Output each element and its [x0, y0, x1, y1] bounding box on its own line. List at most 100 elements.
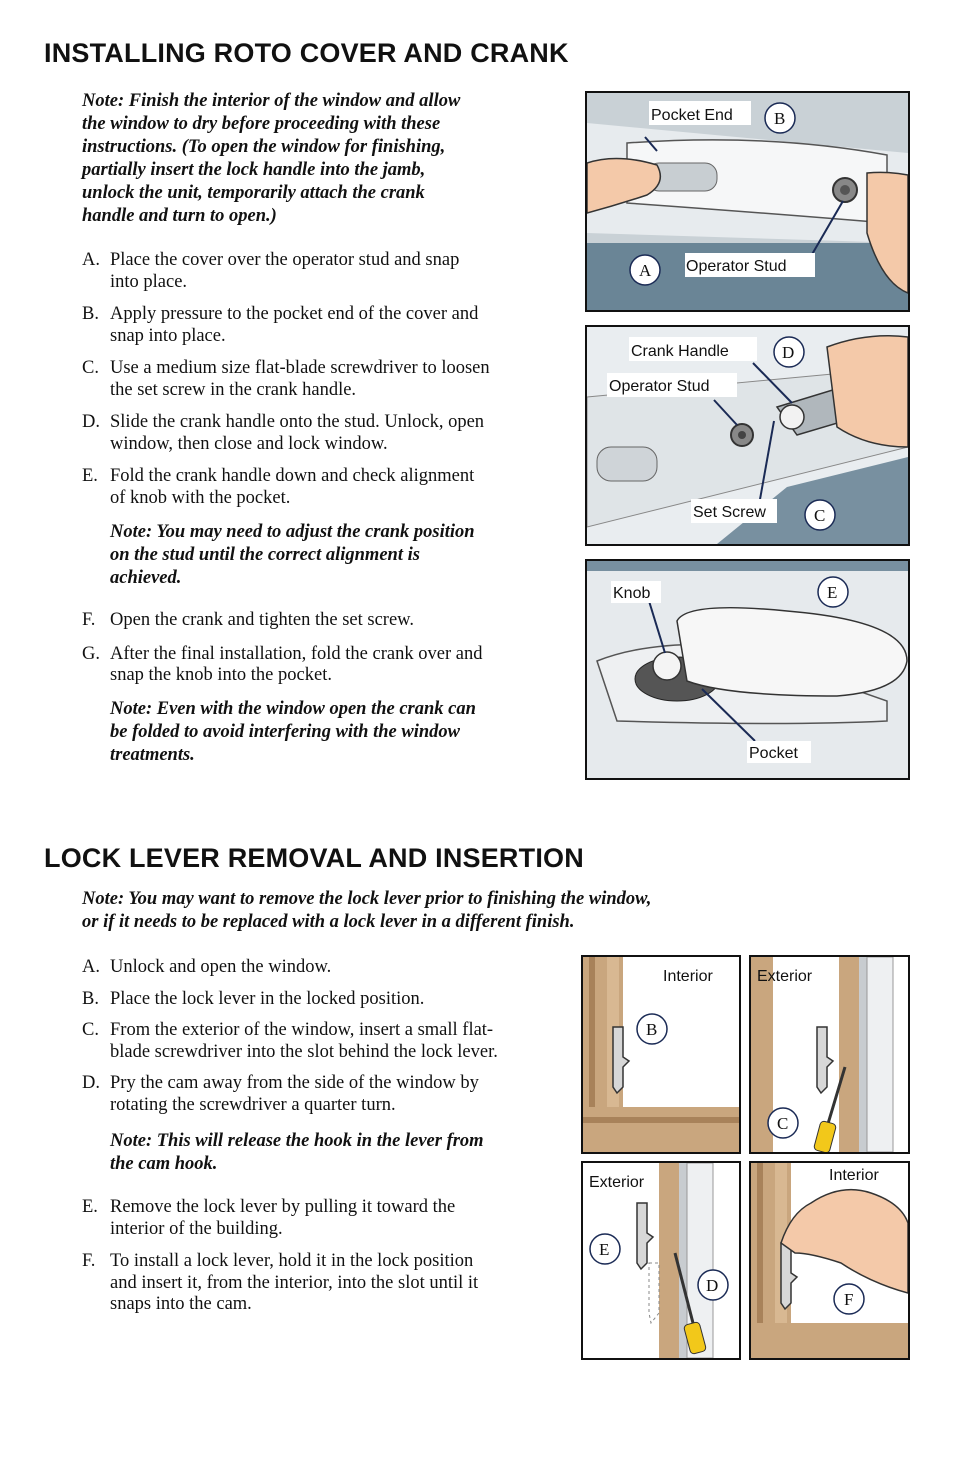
step-letter: C.: [82, 358, 99, 378]
note-line: Note: You may need to adjust the crank p…: [110, 522, 475, 542]
step-line: Place the lock lever in the locked posit…: [110, 988, 425, 1009]
lock-steps-list-2: E. Remove the lock lever by pulling it to…: [82, 1197, 478, 1316]
figure-lock-b-svg: Interior B: [583, 957, 739, 1152]
note-line: the cam hook.: [110, 1154, 218, 1174]
label-operator-stud: Operator Stud: [686, 258, 787, 275]
callout-b-lock: B: [646, 1020, 657, 1039]
label-interior-f: Interior: [829, 1167, 879, 1184]
step-letter: D.: [82, 1073, 100, 1093]
note-line: unlock the unit, temporarily attach the …: [82, 183, 425, 203]
note-line: handle and turn to open.): [82, 206, 277, 226]
label-pocket: Pocket: [749, 745, 798, 762]
callout-c: C: [814, 506, 825, 525]
figure-lock-f: Interior F: [749, 1161, 910, 1360]
note-line: the window to dry before proceeding with…: [82, 114, 441, 134]
step-line: Fold the crank handle down and check ali…: [110, 466, 475, 486]
step-line: To install a lock lever, hold it in the …: [110, 1251, 474, 1271]
label-pocket-end: Pocket End: [651, 107, 733, 124]
step-line: interior of the building.: [110, 1218, 283, 1239]
callout-e: E: [827, 583, 837, 602]
label-interior-b: Interior: [663, 968, 713, 985]
callout-d: D: [782, 343, 794, 362]
lock-step-c: C. From the exterior of the window, inser…: [82, 1020, 498, 1063]
callout-f-lock: F: [844, 1290, 853, 1309]
step-line: snap the knob into the pocket.: [110, 665, 332, 685]
label-set-screw: Set Screw: [693, 504, 766, 521]
step-letter: D.: [82, 412, 100, 432]
step-line: Apply pressure to the pocket end of the …: [110, 304, 479, 324]
step-line: Open the crank and tighten the set screw…: [110, 610, 414, 630]
step-letter: F.: [82, 610, 96, 630]
step-line: blade screwdriver into the slot behind t…: [110, 1041, 498, 1062]
callout-a: A: [639, 261, 652, 280]
step-line: Pry the cam away from the side of the wi…: [110, 1073, 479, 1093]
note-d: Note: This will release the hook in the …: [110, 1130, 484, 1176]
figure-lock-c: Exterior C: [749, 955, 910, 1154]
figure-lock-f-svg: Interior F: [751, 1163, 908, 1358]
note-e: Note: You may need to adjust the crank p…: [110, 521, 475, 590]
lock-step-d: D. Pry the cam away from the side of the …: [82, 1073, 498, 1116]
step-d: D. Slide the crank handle onto the stud. …: [82, 412, 490, 455]
step-line: snaps into the cam.: [110, 1294, 252, 1314]
intro-note-lock: Note: You may want to remove the lock le…: [82, 888, 651, 934]
figure-lock-b: Interior B: [581, 955, 741, 1154]
step-letter: C.: [82, 1020, 99, 1040]
label-exterior-de: Exterior: [589, 1174, 645, 1191]
note-line: partially insert the lock handle into th…: [82, 160, 426, 180]
lock-step-e: E. Remove the lock lever by pulling it to…: [82, 1197, 478, 1240]
callout-b: B: [774, 109, 785, 128]
step-line: window, then close and lock window.: [110, 433, 388, 454]
figure-crank-fold: Knob E Pocket: [585, 559, 910, 780]
step-letter: B.: [82, 304, 99, 324]
step-line: After the final installation, fold the c…: [110, 643, 483, 664]
step-line: Remove the lock lever by pulling it towa…: [110, 1197, 456, 1217]
step-f: F. Open the crank and tighten the set scr…: [82, 610, 482, 632]
step-line: Unlock and open the window.: [110, 957, 332, 977]
figure-lock-c-svg: Exterior C: [751, 957, 908, 1152]
note-g: Note: Even with the window open the cran…: [110, 698, 476, 767]
callout-d-lock: D: [706, 1276, 718, 1295]
note-line: Note: This will release the hook in the …: [110, 1131, 484, 1151]
step-a: A. Place the cover over the operator stud…: [82, 250, 490, 293]
figure-crank-install: Crank Handle D Operator Stud Set Screw C: [585, 325, 910, 546]
step-b: B. Apply pressure to the pocket end of th…: [82, 304, 490, 347]
figure-lock-de: Exterior E D: [581, 1161, 741, 1360]
label-crank-handle: Crank Handle: [631, 343, 729, 360]
step-line: From the exterior of the window, insert …: [110, 1020, 494, 1040]
section-title-lock-lever: LOCK LEVER REMOVAL AND INSERTION: [44, 843, 584, 873]
step-line: of knob with the pocket.: [110, 487, 291, 508]
intro-note-roto: Note: Finish the interior of the window …: [82, 90, 460, 228]
note-line: Note: Finish the interior of the window …: [82, 91, 461, 111]
note-line: Note: You may want to remove the lock le…: [82, 889, 652, 909]
step-e: E.Fold the crank handle down and check a…: [82, 466, 490, 509]
step-letter: B.: [82, 988, 99, 1009]
step-letter: A.: [82, 250, 100, 270]
step-line: Slide the crank handle onto the stud. Un…: [110, 412, 485, 432]
roto-steps-list-2: F. Open the crank and tighten the set scr…: [82, 610, 482, 687]
step-letter: A.: [82, 957, 100, 977]
step-line: rotating the screwdriver a quarter turn.: [110, 1094, 396, 1115]
lock-steps-list: A. Unlock and open the window. B. Place th…: [82, 957, 498, 1116]
note-line: treatments.: [110, 745, 195, 765]
note-line: achieved.: [110, 568, 182, 588]
step-line: into place.: [110, 271, 188, 292]
step-letter: F.: [82, 1251, 96, 1271]
step-line: and insert it, from the interior, into t…: [110, 1272, 479, 1293]
step-line: Place the cover over the operator stud a…: [110, 250, 460, 270]
step-g: G. After the final installation, fold the…: [82, 644, 482, 687]
step-line: the set screw in the crank handle.: [110, 379, 357, 400]
step-letter: G.: [82, 643, 100, 664]
note-line: be folded to avoid interfering with the …: [110, 722, 460, 742]
figure-fold-svg: Knob E Pocket: [587, 561, 908, 778]
step-letter: E.: [82, 1197, 98, 1217]
note-line: instructions. (To open the window for fi…: [82, 137, 446, 157]
label-knob: Knob: [613, 585, 650, 602]
figure-lock-de-svg: Exterior E D: [583, 1163, 739, 1358]
note-line: or if it needs to be replaced with a loc…: [82, 912, 575, 932]
lock-step-b: B. Place the lock lever in the locked pos…: [82, 989, 498, 1011]
roto-steps-list: A. Place the cover over the operator stud…: [82, 250, 490, 521]
lock-step-a: A. Unlock and open the window.: [82, 957, 498, 979]
callout-c-lock: C: [777, 1114, 788, 1133]
note-line: Note: Even with the window open the cran…: [110, 699, 476, 719]
lock-step-f: F. To install a lock lever, hold it in th…: [82, 1251, 478, 1316]
